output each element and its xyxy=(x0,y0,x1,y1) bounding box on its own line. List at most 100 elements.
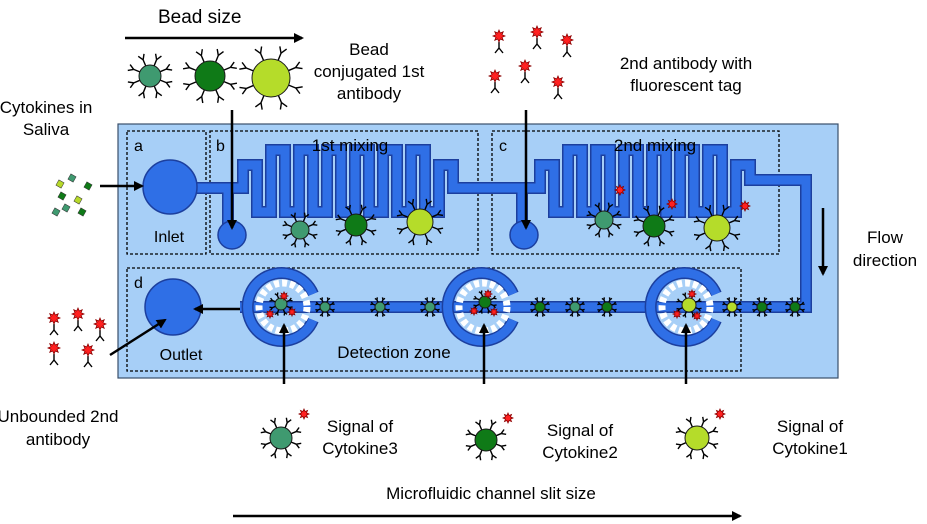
zone-box-d xyxy=(126,267,742,372)
tag-trap3-b xyxy=(691,310,703,322)
signal-bead-cytokine2 xyxy=(465,419,507,461)
tag-mix2-1 xyxy=(614,184,626,196)
free-2nd-antibody-top-1 xyxy=(532,38,542,50)
bead-channel-2 xyxy=(420,297,440,317)
inlet-reservoir xyxy=(142,159,198,215)
free-2nd-antibody-top-2 xyxy=(562,46,572,58)
free-2nd-antibody-top-3 xyxy=(490,82,500,94)
detection-trap-3 xyxy=(644,267,722,347)
free-2nd-antibody-unbound-1-tag xyxy=(70,306,86,322)
unbound-label-1: Unbounded 2nd xyxy=(0,407,119,426)
bead-mix1-large xyxy=(396,198,444,246)
slit-size-label: Microfluidic channel slit size xyxy=(386,484,596,503)
signal2-label-1: Signal of xyxy=(547,421,613,440)
signal1-label-2: Cytokine1 xyxy=(772,439,848,458)
zone-label-b: b xyxy=(216,138,225,155)
tag-mix2-3 xyxy=(739,200,751,212)
bead-mix1-small xyxy=(282,212,318,248)
outlet-label: Outlet xyxy=(160,347,203,364)
free-2nd-antibody-unbound-3-tag xyxy=(46,340,62,356)
free-2nd-antibody-top-5-tag xyxy=(550,74,566,90)
bead-channel-1 xyxy=(370,297,390,317)
free-2nd-antibody-top-2-tag xyxy=(559,32,575,48)
tag-trap1-b xyxy=(286,306,298,318)
bead-channel-0 xyxy=(315,297,335,317)
bead-channel-3 xyxy=(530,297,550,317)
second-mixing-label: 2nd mixing xyxy=(614,136,696,155)
bead-conj-label-3: antibody xyxy=(337,84,402,103)
bead-small-top xyxy=(127,53,173,99)
cytokines-label-2: Saliva xyxy=(23,120,70,139)
bead-trap3 xyxy=(676,292,702,318)
tag-mix2-2 xyxy=(666,198,678,210)
bead-conj-label-1: Bead xyxy=(349,40,389,59)
zone-label-d: d xyxy=(134,275,143,292)
cytokine-particle-7 xyxy=(51,207,61,217)
cytokines-label-1: Cytokines in xyxy=(0,98,92,117)
signal-bead-cytokine3 xyxy=(260,417,302,459)
free-2nd-antibody-top-0 xyxy=(494,42,504,54)
free-2nd-antibody-unbound-0 xyxy=(49,324,59,336)
cytokine-particle-4 xyxy=(73,195,83,205)
free-2nd-antibody-top-4-tag xyxy=(517,58,533,74)
free-2nd-antibody-top-5 xyxy=(553,88,563,100)
tag-trap1-a xyxy=(264,308,276,320)
free-2nd-antibody-unbound-4-tag xyxy=(80,342,96,358)
beads-layer xyxy=(46,24,805,461)
detection-trap-2 xyxy=(441,267,519,347)
free-2nd-antibody-unbound-0-tag xyxy=(46,310,62,326)
free-2nd-antibody-unbound-2 xyxy=(95,330,105,342)
arrows xyxy=(100,33,828,521)
free-2nd-antibody-unbound-4 xyxy=(83,356,93,368)
detection-zone-label: Detection zone xyxy=(337,343,450,362)
cytokine-particle-2 xyxy=(83,181,93,191)
signal-tag-cytokine3 xyxy=(298,408,310,420)
signal-bead-cytokine1 xyxy=(675,416,719,460)
free-2nd-antibody-top-1-tag xyxy=(529,24,545,40)
bead-channel-8 xyxy=(785,297,805,317)
cytokine-particle-6 xyxy=(77,207,87,217)
second-antibody-label-1: 2nd antibody with xyxy=(620,54,752,73)
second-antibody-label-2: fluorescent tag xyxy=(630,76,742,95)
flow-label-2: direction xyxy=(853,251,917,270)
tag-trap1-c xyxy=(278,290,290,302)
bead-mix2-small xyxy=(586,202,622,238)
free-2nd-antibody-top-4 xyxy=(520,72,530,84)
signal3-label-2: Cytokine3 xyxy=(322,439,398,458)
bead-size-label: Bead size xyxy=(158,7,241,28)
cytokine-particle-0 xyxy=(55,179,65,189)
bead-mix2-medium xyxy=(633,205,675,247)
tag-trap3-c xyxy=(686,288,698,300)
bead-mix2-large xyxy=(693,204,741,252)
signal-tag-cytokine1 xyxy=(714,408,726,420)
bead-reservoir-c xyxy=(509,220,539,250)
cytokine-particle-5 xyxy=(61,203,71,213)
bead-medium-top xyxy=(182,48,238,104)
zone-label-c: c xyxy=(499,138,507,155)
free-2nd-antibody-unbound-2-tag xyxy=(92,316,108,332)
tag-trap3-a xyxy=(671,308,683,320)
detection-trap-1 xyxy=(241,267,319,347)
signal-tag-cytokine2 xyxy=(502,412,514,424)
tag-trap2-b xyxy=(488,306,500,318)
free-2nd-antibody-unbound-3 xyxy=(49,354,59,366)
bead-channel-4 xyxy=(565,297,585,317)
flow-label-1: Flow xyxy=(867,228,904,247)
signal3-label-1: Signal of xyxy=(327,417,393,436)
unbound-arrow xyxy=(109,318,167,357)
zone-label-a: a xyxy=(134,138,143,155)
bead-large-top xyxy=(239,46,303,110)
signal2-label-2: Cytokine2 xyxy=(542,443,618,462)
channel-network xyxy=(196,144,812,313)
cytokine-particle-3 xyxy=(57,191,67,201)
unbound-label-2: antibody xyxy=(26,430,91,449)
free-2nd-antibody-unbound-1 xyxy=(73,320,83,332)
tag-trap2-a xyxy=(468,305,480,317)
inlet-label: Inlet xyxy=(154,229,185,246)
free-2nd-antibody-top-3-tag xyxy=(487,68,503,84)
bead-conj-label-2: conjugated 1st xyxy=(314,62,425,81)
bead-channel-5 xyxy=(597,297,617,317)
tag-trap2-c xyxy=(482,288,494,300)
free-2nd-antibody-top-0-tag xyxy=(491,28,507,44)
